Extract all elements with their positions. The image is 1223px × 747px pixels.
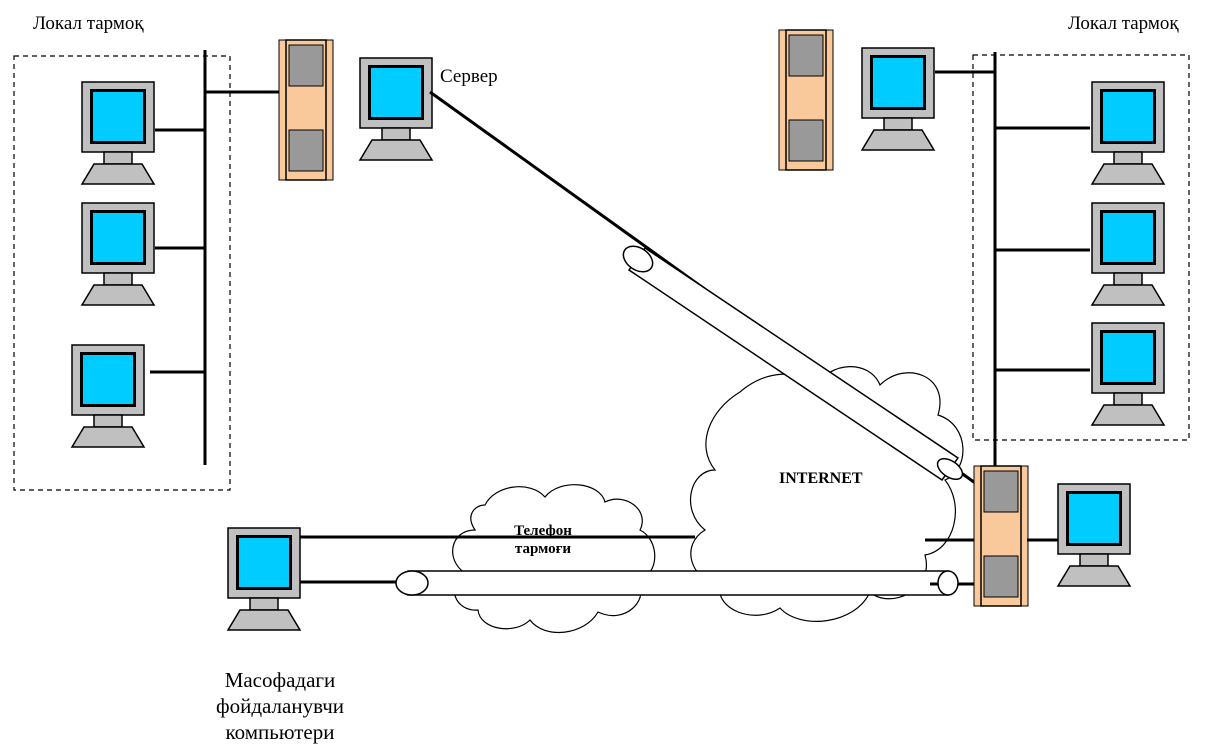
phone-network-cloud [452,484,656,634]
right-top-router [778,29,834,171]
vpn-tunnel-horizontal [395,570,975,596]
right-lan-boundary [972,54,1190,441]
right-lan-computer-2 [1091,202,1165,306]
internet-label: INTERNET [779,470,863,487]
phone-network-label: Телефон тармоғи [498,522,588,558]
left-lan-label: Локал тармоқ [33,13,144,34]
remote-user-computer [227,527,301,631]
left-lan-computer-1 [81,81,155,185]
right-bottom-router [973,465,1029,607]
remote-user-label-line-2: фойдаланувчи [216,694,344,718]
vpn-tunnel-diagonal [622,245,964,482]
remote-user-label-line-1: Масофадаги [224,668,336,692]
right-top-computer [861,47,935,151]
left-lan-computer-2 [81,202,155,306]
left-lan-boundary [13,55,231,491]
right-lan-label: Локал тармоқ [1068,13,1179,34]
right-lan-computer-3 [1091,322,1165,426]
left-router [278,39,334,181]
remote-user-label-line-3: компьютери [225,720,335,744]
phone-network-label-line-2: тармоғи [514,541,572,557]
left-lan [13,50,280,491]
right-lan [935,52,1190,470]
server-computer [359,57,433,161]
remote-user-label: Масофадаги фойдаланувчи компьютери [210,667,350,745]
server-label: Сервер [440,66,498,87]
phone-network-label-line-1: Телефон [514,523,572,539]
right-bottom-computer [1057,483,1131,587]
left-lan-computer-3 [71,344,145,448]
right-lan-computer-1 [1091,81,1165,185]
